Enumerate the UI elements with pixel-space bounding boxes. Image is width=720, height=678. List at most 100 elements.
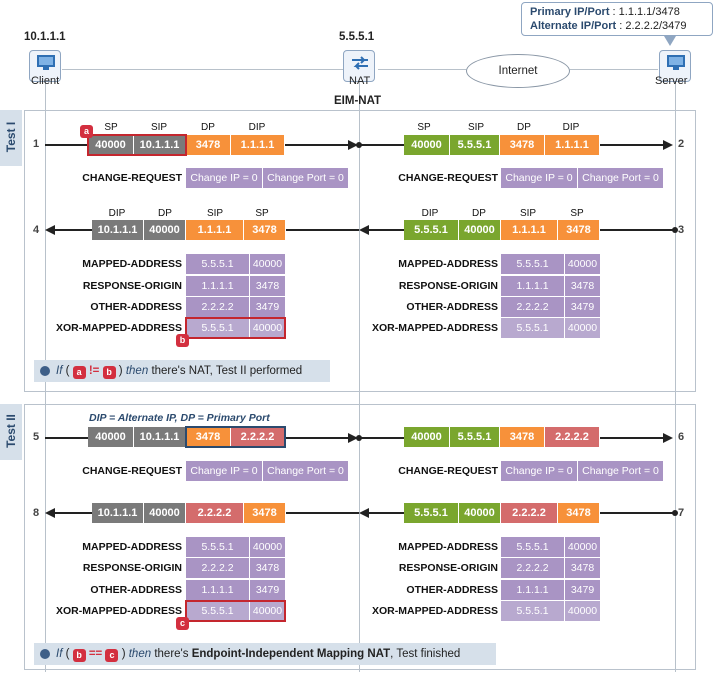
attr-response-origin: RESPONSE-ORIGIN xyxy=(398,280,498,292)
change-port: Change Port = 0 xyxy=(578,461,663,481)
pkt2-dp: 3478 xyxy=(500,135,545,155)
server-dot-3 xyxy=(672,227,678,233)
note-then: then xyxy=(128,648,152,660)
highlight-b xyxy=(185,317,286,339)
header-sp: SP xyxy=(255,208,269,219)
step-1: 1 xyxy=(33,138,40,150)
arrow-7-head xyxy=(359,508,369,518)
header-dip: DIP xyxy=(562,122,580,133)
step-2: 2 xyxy=(678,138,685,150)
test2-conclusion: If ( b == c ) then there's Endpoint-Inde… xyxy=(34,643,496,665)
callout-pointer xyxy=(664,36,676,46)
attr-xor-mapped-address: XOR-MAPPED-ADDRESS xyxy=(55,322,182,334)
attr-value-ip: 1.1.1.1 xyxy=(501,580,564,600)
alternate-value: : 2.2.2.2/3479 xyxy=(619,20,687,32)
nat-label: NAT xyxy=(349,75,371,87)
attr-mapped-address: MAPPED-ADDRESS xyxy=(82,541,182,553)
change-request-label: CHANGE-REQUEST xyxy=(398,172,498,184)
pkt3-sp: 3478 xyxy=(558,220,600,240)
header-sp: SP xyxy=(417,122,431,133)
pkt7-sip: 2.2.2.2 xyxy=(501,503,558,523)
attr-xor-mapped-address: XOR-MAPPED-ADDRESS xyxy=(371,322,498,334)
arrow-3-head xyxy=(359,225,369,235)
nat-arrows-icon xyxy=(352,56,368,70)
attr-value-ip: 5.5.5.1 xyxy=(501,318,564,338)
attr-value-ip: 5.5.5.1 xyxy=(186,601,249,621)
attr-value-ip: 5.5.5.1 xyxy=(186,318,249,338)
bullet-icon xyxy=(40,366,50,376)
change-request-label: CHANGE-REQUEST xyxy=(82,465,182,477)
pkt4-dip: 10.1.1.1 xyxy=(92,220,144,240)
pkt6-dip: 2.2.2.2 xyxy=(545,427,600,447)
step-7: 7 xyxy=(678,507,685,519)
highlight-a xyxy=(87,134,187,156)
test2-panel xyxy=(24,404,696,670)
test1-title: Test I xyxy=(4,121,18,153)
note-paren-open: ( xyxy=(65,648,70,660)
client-ip: 10.1.1.1 xyxy=(24,31,66,43)
highlight-dest xyxy=(185,426,286,448)
server-label: Server xyxy=(655,75,688,87)
header-dp: DP xyxy=(472,208,486,219)
attr-other-address: OTHER-ADDRESS xyxy=(406,584,498,596)
pkt8-dip: 10.1.1.1 xyxy=(92,503,144,523)
pkt2-sip: 5.5.5.1 xyxy=(450,135,500,155)
badge-c: c xyxy=(105,649,119,662)
note-if: If xyxy=(56,365,63,377)
server-info-callout: Primary IP/Port : 1.1.1.1/3478 Alternate… xyxy=(521,2,713,36)
change-port: Change Port = 0 xyxy=(263,461,348,481)
attr-value-ip: 5.5.5.1 xyxy=(501,601,564,621)
header-sp: SP xyxy=(570,208,584,219)
pkt5-sip: 10.1.1.1 xyxy=(134,427,186,447)
pkt1-dp: 3478 xyxy=(186,135,231,155)
attr-value-ip: 5.5.5.1 xyxy=(501,537,564,557)
header-dp: DP xyxy=(158,208,172,219)
attr-xor-mapped-address: XOR-MAPPED-ADDRESS xyxy=(55,605,182,617)
note-op: == xyxy=(88,648,103,660)
note-text: there's NAT, Test II performed xyxy=(151,365,303,377)
attr-value-ip: 5.5.5.1 xyxy=(501,254,564,274)
change-ip: Change IP = 0 xyxy=(501,461,577,481)
pkt4-sip: 1.1.1.1 xyxy=(186,220,244,240)
pkt8-dp: 40000 xyxy=(144,503,186,523)
attr-mapped-address: MAPPED-ADDRESS xyxy=(82,258,182,270)
pkt7-sp: 3478 xyxy=(558,503,600,523)
arrow-8-head xyxy=(45,508,55,518)
header-sip: SIP xyxy=(150,122,168,133)
primary-value: : 1.1.1.1/3478 xyxy=(612,6,680,18)
test2-title: Test II xyxy=(4,414,18,448)
pkt8-sp: 3478 xyxy=(244,503,286,523)
change-ip: Change IP = 0 xyxy=(186,168,262,188)
change-port: Change Port = 0 xyxy=(263,168,348,188)
badge-b: b xyxy=(72,649,86,662)
test1-panel xyxy=(24,110,696,392)
pkt4-sp: 3478 xyxy=(244,220,286,240)
pkt3-sip: 1.1.1.1 xyxy=(501,220,558,240)
nat-node xyxy=(343,50,375,82)
test2-hint: DIP = Alternate IP, DP = Primary Port xyxy=(89,412,270,424)
header-dip: DIP xyxy=(108,208,126,219)
header-sip: SIP xyxy=(519,208,537,219)
attr-value-port: 3479 xyxy=(565,297,600,317)
computer-icon xyxy=(667,55,685,70)
arrow-2-head xyxy=(663,140,673,150)
attr-value-ip: 2.2.2.2 xyxy=(501,558,564,578)
pkt3-dp: 40000 xyxy=(459,220,501,240)
nat-lifeline xyxy=(359,62,360,672)
change-ip: Change IP = 0 xyxy=(186,461,262,481)
attr-value-port: 3478 xyxy=(250,276,285,296)
note-paren-close: ) xyxy=(121,648,126,660)
note-if: If xyxy=(56,648,63,660)
badge-a: a xyxy=(80,125,93,138)
step-6: 6 xyxy=(678,431,685,443)
change-ip: Change IP = 0 xyxy=(501,168,577,188)
arrow-6-head xyxy=(663,433,673,443)
attr-value-port: 40000 xyxy=(250,537,285,557)
header-dp: DP xyxy=(201,122,215,133)
computer-icon xyxy=(37,55,55,70)
attr-xor-mapped-address: XOR-MAPPED-ADDRESS xyxy=(371,605,498,617)
attr-value-port: 40000 xyxy=(250,254,285,274)
server-dot-7 xyxy=(672,510,678,516)
header-sip: SIP xyxy=(206,208,224,219)
pkt1-sip: 10.1.1.1 xyxy=(134,135,186,155)
